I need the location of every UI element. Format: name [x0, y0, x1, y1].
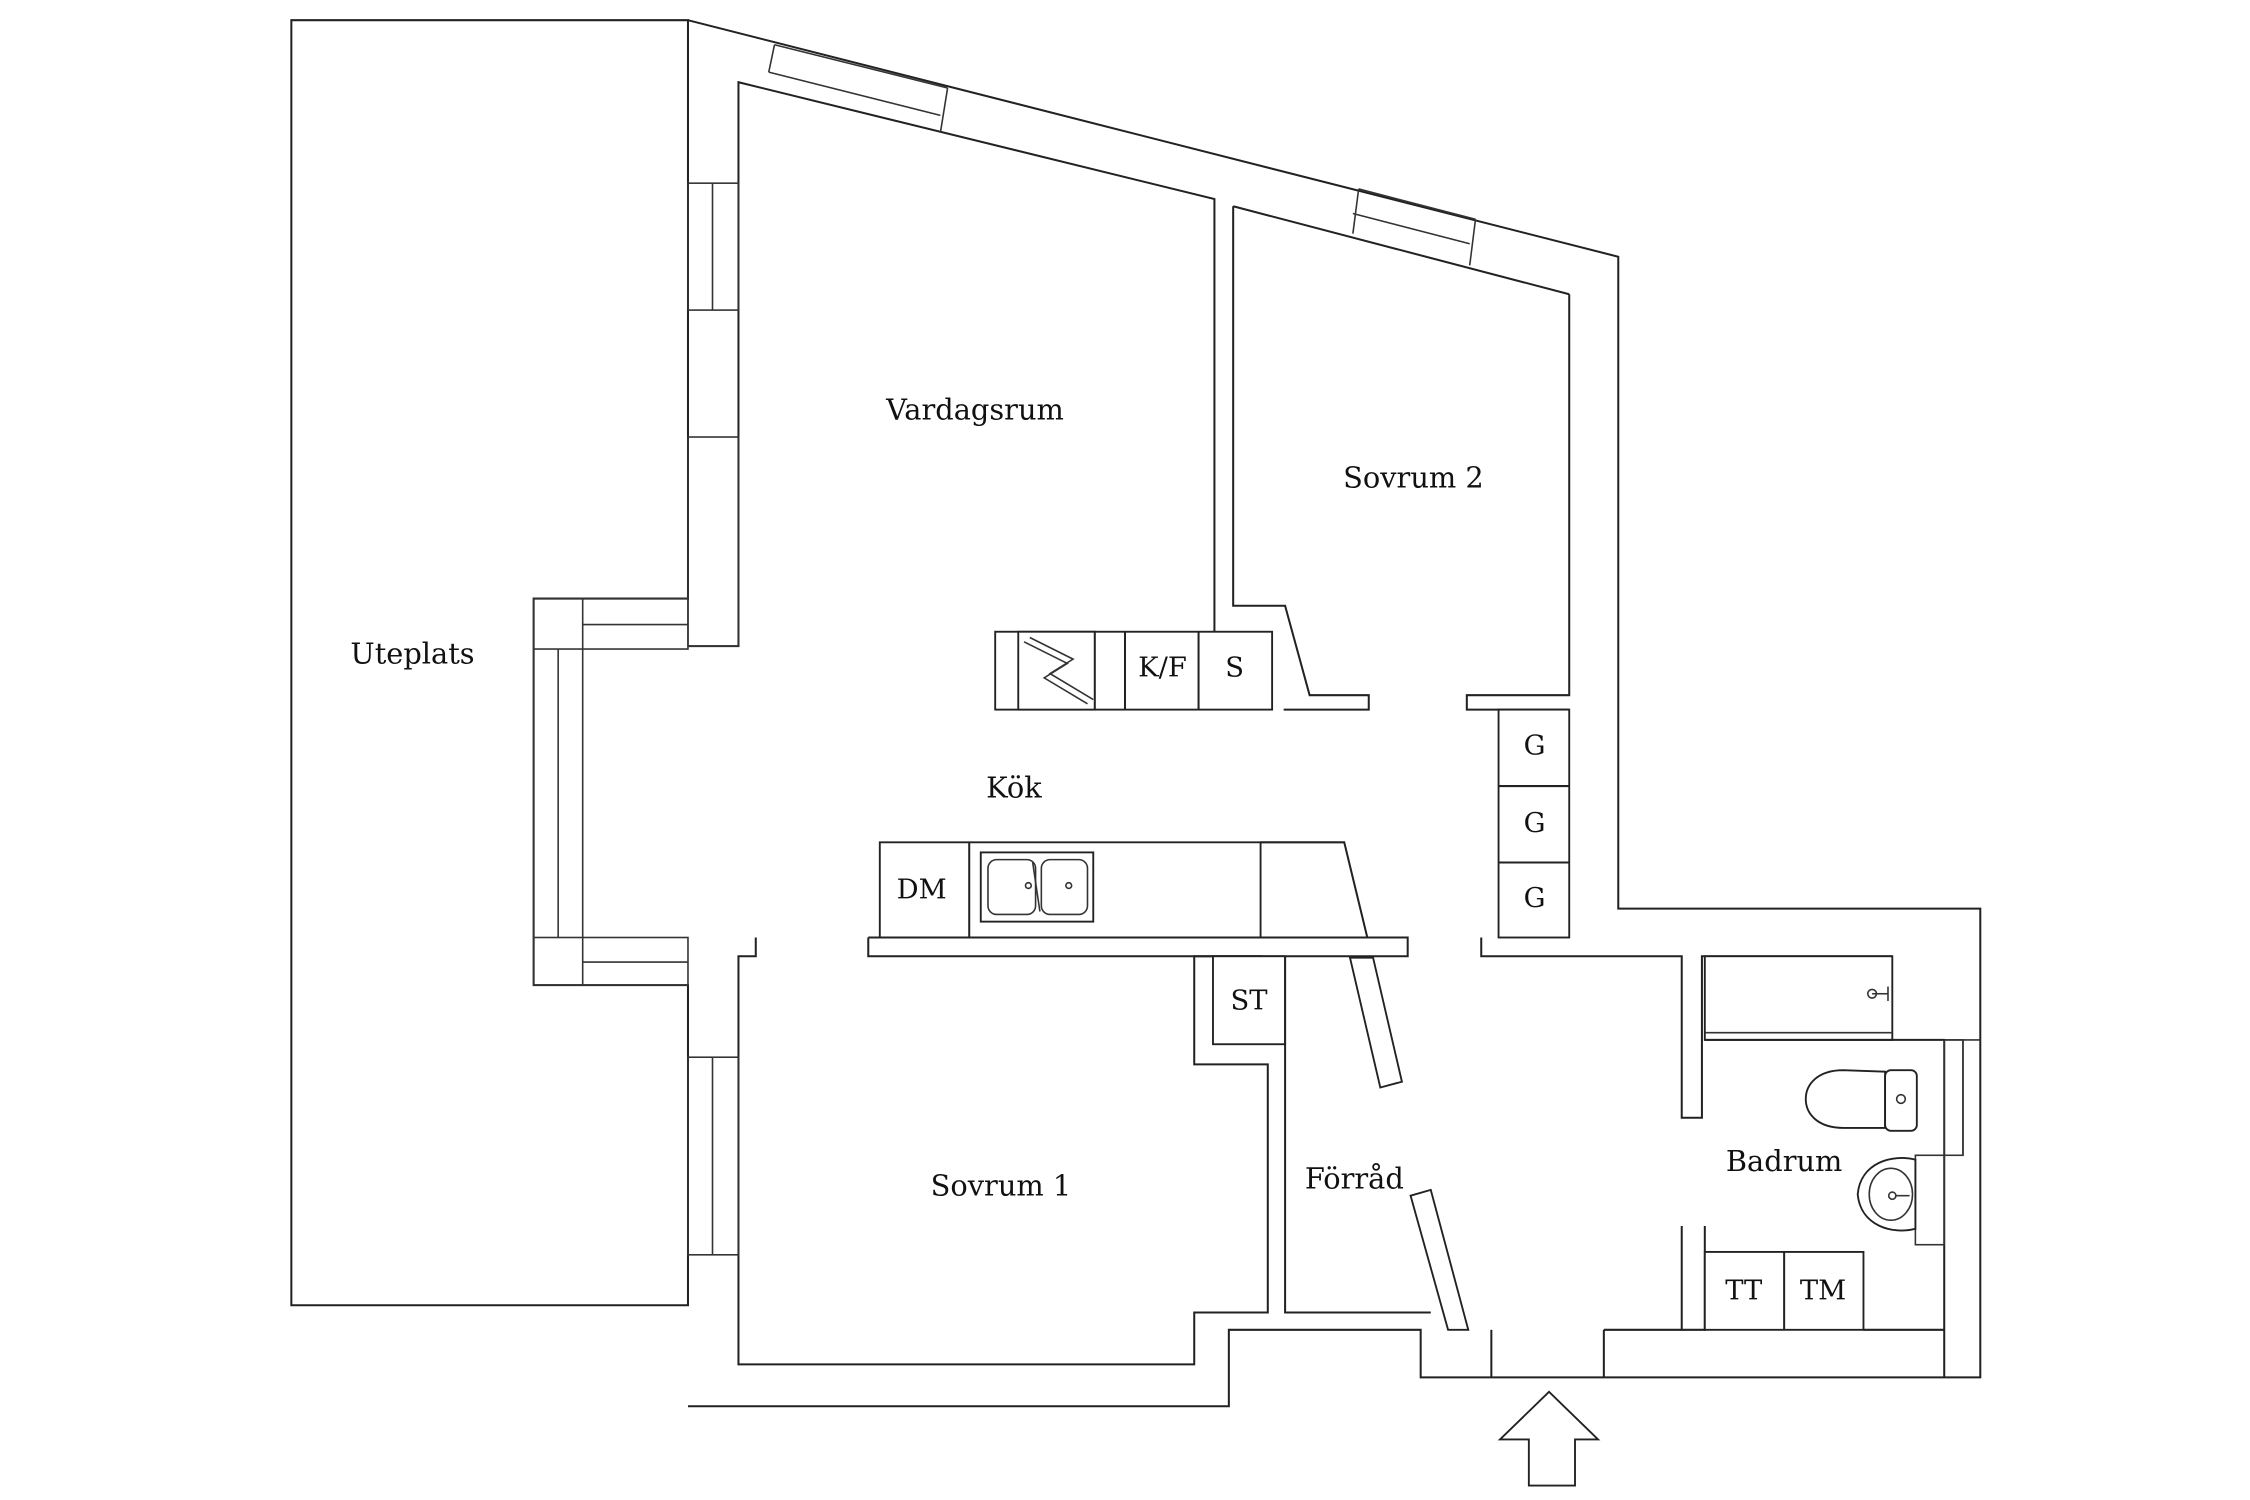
room-label-sovrum2: Sovrum 2: [1343, 461, 1484, 495]
entrance-arrow-icon: [1497, 1390, 1601, 1487]
kitchen-counter-top: K/F S: [994, 630, 1274, 711]
bathroom: TT TM: [1680, 955, 1981, 1378]
faucet-icon: [1866, 986, 1889, 1001]
plan-unit: K/F S DM G G G ST: [290, 19, 1982, 1487]
dryer-label: TT: [1725, 1276, 1762, 1307]
storage-closet: ST: [1212, 955, 1287, 1046]
wardrobe-3-label: G: [1524, 883, 1546, 914]
toilet-icon: [1804, 1069, 1918, 1132]
window-north-1: [767, 43, 949, 133]
storage-label: ST: [1231, 986, 1268, 1017]
bedroom2-wall: [1232, 206, 1370, 711]
pantry-label: S: [1225, 652, 1244, 683]
door-panel-kitchen: [1348, 956, 1404, 1089]
dishwasher-label: DM: [897, 875, 947, 906]
room-label-forrad: Förråd: [1305, 1161, 1404, 1195]
fridge-freezer-label: K/F: [1138, 652, 1187, 683]
window-west-2: [687, 436, 740, 647]
window-north-2: [1352, 188, 1477, 266]
washbasin-icon: [1856, 1157, 1917, 1232]
wardrobe-2-label: G: [1524, 808, 1546, 839]
outer-wall: [687, 19, 1982, 1408]
room-label-uteplats: Uteplats: [350, 636, 474, 670]
room-label-kok: Kök: [986, 771, 1042, 805]
washer-label: TM: [1800, 1276, 1846, 1307]
storeroom-wall: [1284, 956, 1431, 1314]
room-label-vardagsrum: Vardagsrum: [885, 393, 1064, 427]
wardrobe-1-label: G: [1524, 730, 1546, 761]
terrace-door-bay: [532, 597, 689, 986]
sink-icon: [979, 851, 1095, 923]
kitchen-counter-bottom: DM: [867, 841, 1409, 958]
inner-wall-west: [687, 80, 1216, 648]
wardrobes: G G G: [1480, 708, 1893, 1119]
room-label-sovrum1: Sovrum 1: [931, 1169, 1072, 1203]
bedroom2-wall-east: [1465, 294, 1571, 711]
door-panel-hall: [1409, 1188, 1470, 1331]
room-label-badrum: Badrum: [1726, 1144, 1843, 1178]
inner-wall-bedroom1: [737, 937, 1269, 1366]
